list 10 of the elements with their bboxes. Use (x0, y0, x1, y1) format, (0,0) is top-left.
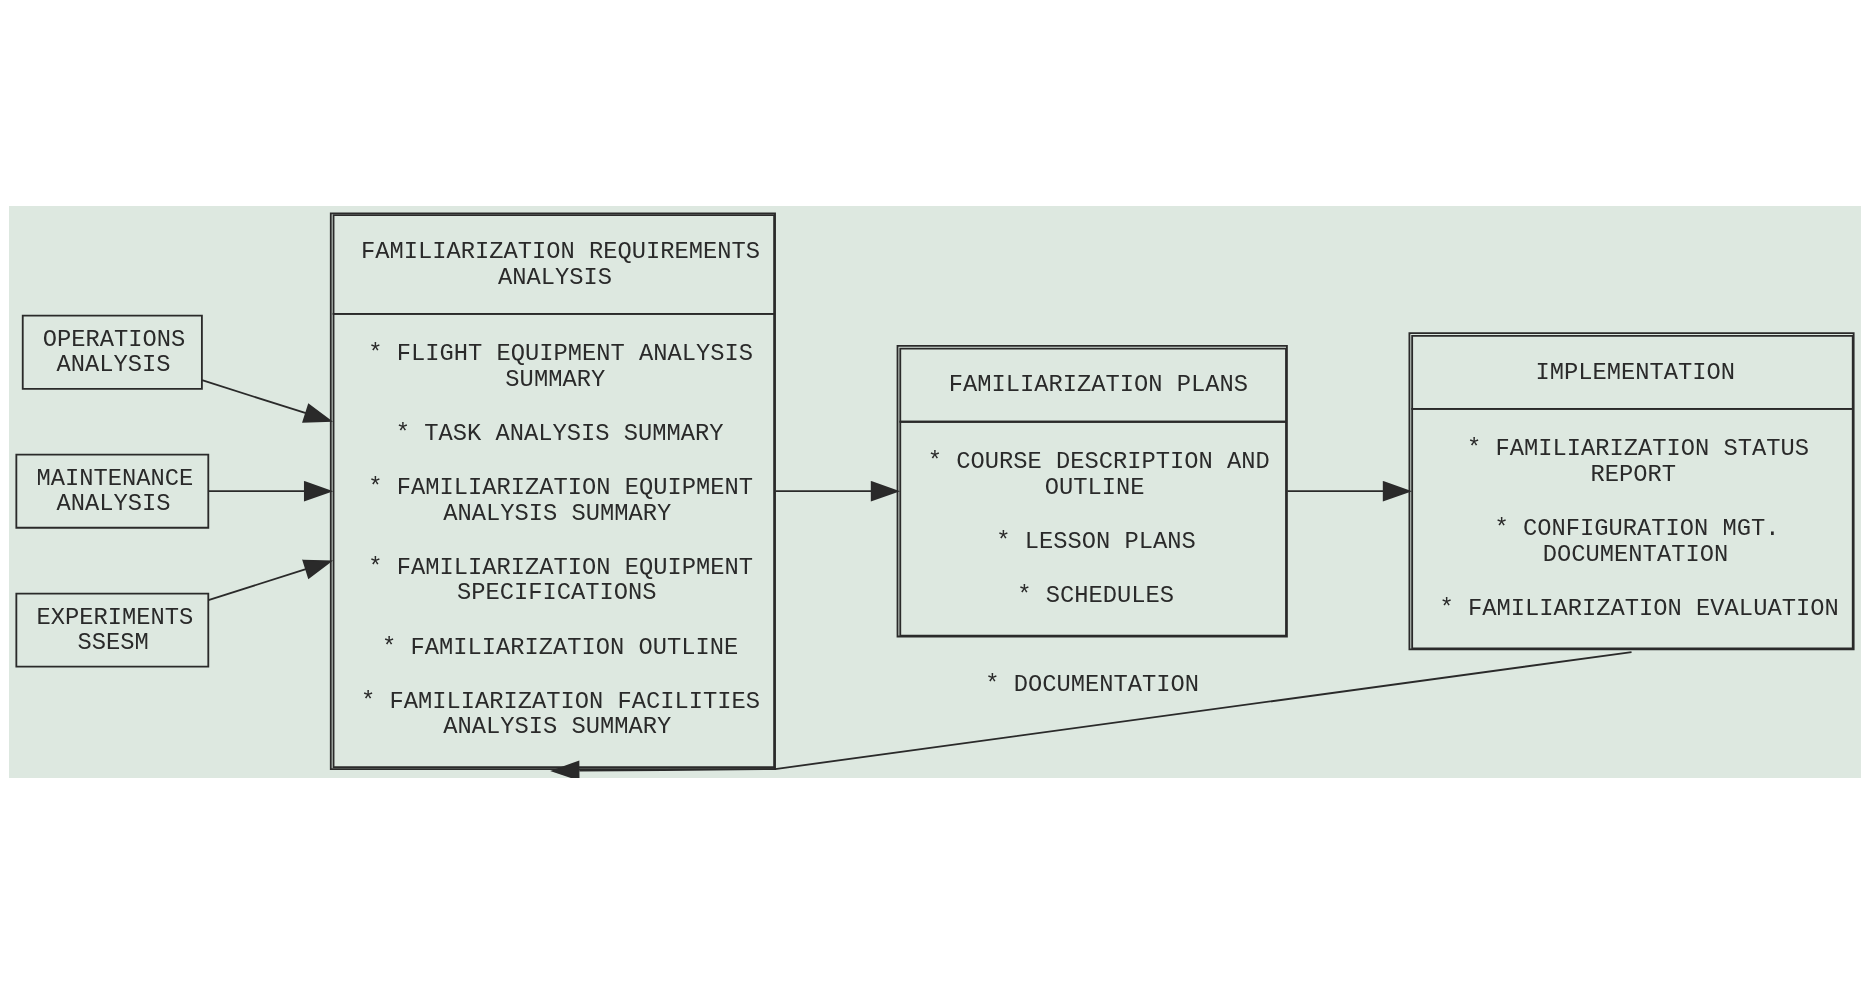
node-box: MAINTENANCE ANALYSIS (15, 453, 210, 529)
arrow (201, 379, 334, 423)
arrow (774, 480, 901, 502)
arrow (207, 559, 334, 602)
arrow (207, 480, 334, 502)
node-box: EXPERIMENTS SSESM (15, 592, 210, 668)
arrow (550, 651, 1633, 778)
arrow (1286, 480, 1413, 502)
node-box: OPERATIONS ANALYSIS (21, 314, 203, 390)
edge-label: * DOCUMENTATION (985, 671, 1200, 699)
